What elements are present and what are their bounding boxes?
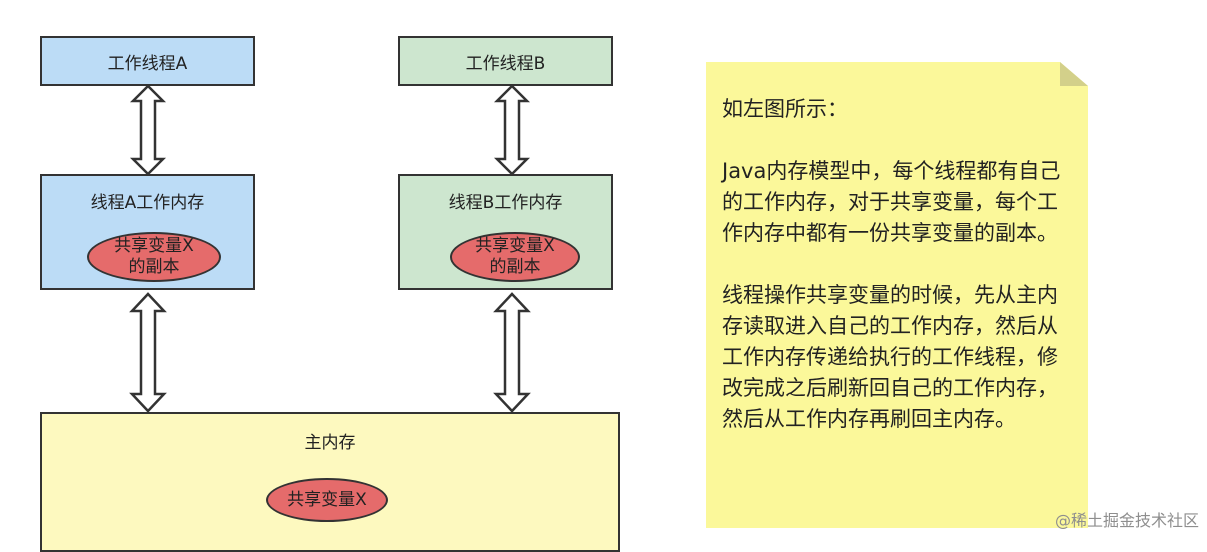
arrow-thread-a-to-memory bbox=[129, 84, 167, 176]
thread-b-box: 工作线程B bbox=[398, 36, 613, 86]
arrow-thread-b-to-memory bbox=[493, 84, 531, 176]
arrow-memory-b-to-main bbox=[493, 292, 531, 413]
thread-b-copy-line1: 共享变量X bbox=[475, 236, 555, 256]
note-paragraph-2: 线程操作共享变量的时候，先从主内存读取进入自己的工作内存，然后从工作内存传递给执… bbox=[722, 283, 1058, 431]
sticky-note-fold bbox=[1060, 62, 1088, 86]
main-memory-variable-label: 共享变量X bbox=[287, 489, 367, 510]
main-memory-variable: 共享变量X bbox=[266, 478, 388, 522]
arrow-memory-a-to-main bbox=[129, 292, 167, 413]
thread-b-memory-box: 线程B工作内存 共享变量X 的副本 bbox=[398, 174, 613, 290]
thread-a-copy-line2: 的副本 bbox=[128, 257, 180, 277]
thread-b-variable-copy: 共享变量X 的副本 bbox=[450, 232, 580, 282]
main-memory-box: 主内存 共享变量X bbox=[40, 412, 620, 552]
thread-a-copy-line1: 共享变量X bbox=[114, 236, 194, 256]
thread-a-memory-title: 线程A工作内存 bbox=[90, 193, 205, 213]
sticky-note-text: 如左图所示： Java内存模型中，每个线程都有自己的工作内存，对于共享变量，每个… bbox=[722, 94, 1067, 466]
thread-a-variable-copy: 共享变量X 的副本 bbox=[87, 232, 221, 282]
thread-a-box: 工作线程A bbox=[40, 36, 255, 86]
note-heading: 如左图所示： bbox=[722, 97, 848, 121]
double-arrows bbox=[129, 84, 531, 413]
main-memory-title: 主内存 bbox=[304, 433, 356, 453]
note-paragraph-1: Java内存模型中，每个线程都有自己的工作内存，对于共享变量，每个工作内存中都有… bbox=[722, 159, 1061, 245]
thread-b-copy-line2: 的副本 bbox=[489, 257, 541, 277]
thread-b-memory-title: 线程B工作内存 bbox=[448, 193, 563, 213]
watermark: @稀土掘金技术社区 bbox=[1054, 511, 1199, 530]
thread-b-title: 工作线程B bbox=[465, 53, 546, 74]
sticky-note-body bbox=[706, 62, 1088, 528]
sticky-note: 如左图所示： Java内存模型中，每个线程都有自己的工作内存，对于共享变量，每个… bbox=[706, 62, 1088, 528]
thread-a-memory-box: 线程A工作内存 共享变量X 的副本 bbox=[40, 174, 255, 290]
thread-a-title: 工作线程A bbox=[107, 53, 188, 74]
